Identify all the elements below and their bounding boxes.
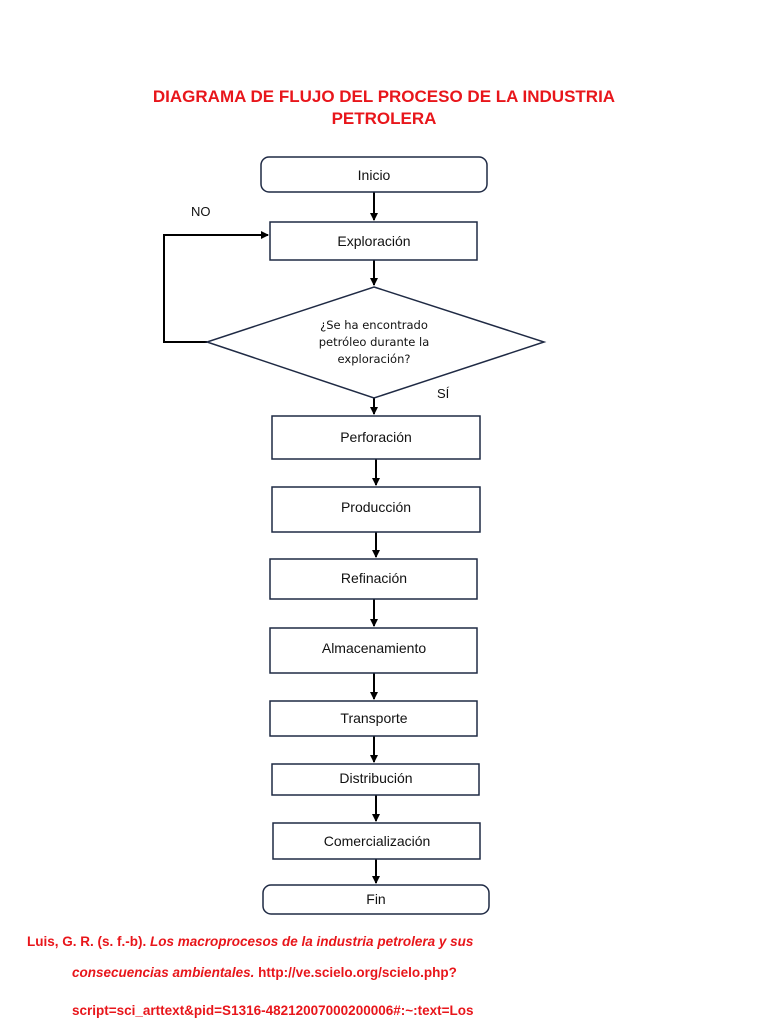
citation-title-part-2: consecuencias ambientales.: [72, 965, 255, 980]
distribution-label: Distribución: [339, 770, 412, 786]
production-label: Producción: [341, 499, 411, 515]
decision-node: [204, 286, 547, 399]
no-branch-label: NO: [191, 204, 211, 219]
decision-label-line-1: ¿Se ha encontrado: [320, 318, 428, 332]
citation-line-2: consecuencias ambientales. http://ve.sci…: [72, 965, 768, 980]
citation-author: Luis, G. R. (s. f.-b).: [27, 934, 150, 949]
transport-label: Transporte: [340, 710, 407, 726]
end-node: [262, 884, 490, 915]
citation-line-3: script=sci_arttext&pid=S1316-48212007000…: [72, 1003, 768, 1018]
storage-node: [269, 627, 478, 674]
end-label: Fin: [366, 891, 385, 907]
decision-label-line-3: exploración?: [338, 352, 411, 366]
exploration-label: Exploración: [337, 233, 410, 249]
refining-label: Refinación: [341, 570, 407, 586]
diagram-title: DIAGRAMA DE FLUJO DEL PROCESO DE LA INDU…: [0, 86, 768, 130]
commercialization-label: Comercialización: [324, 833, 431, 849]
drilling-node: [271, 415, 481, 460]
start-node: [260, 156, 488, 193]
start-label: Inicio: [358, 167, 391, 183]
citation-url-part-1[interactable]: http://ve.scielo.org/scielo.php?: [254, 965, 457, 980]
connectors: [163, 192, 380, 884]
citation-url-part-2[interactable]: script=sci_arttext&pid=S1316-48212007000…: [72, 1003, 474, 1018]
commercialization-node: [272, 822, 481, 860]
production-node: [271, 486, 481, 533]
title-line-1: DIAGRAMA DE FLUJO DEL PROCESO DE LA INDU…: [152, 87, 616, 106]
drilling-label: Perforación: [340, 429, 412, 445]
distribution-node: [271, 763, 480, 796]
citation-title-part-1: Los macroprocesos de la industria petrol…: [150, 934, 474, 949]
exploration-node: [269, 221, 478, 261]
arrow-decision-no-loop: [163, 231, 269, 343]
title-line-2: PETROLERA: [331, 109, 437, 128]
transport-node: [269, 700, 478, 737]
yes-branch-label: SÍ: [437, 386, 450, 401]
storage-label: Almacenamiento: [322, 640, 426, 656]
refining-node: [269, 558, 478, 600]
decision-label-line-2: petróleo durante la: [319, 335, 430, 349]
citation-line-1: Luis, G. R. (s. f.-b). Los macroprocesos…: [27, 934, 768, 949]
